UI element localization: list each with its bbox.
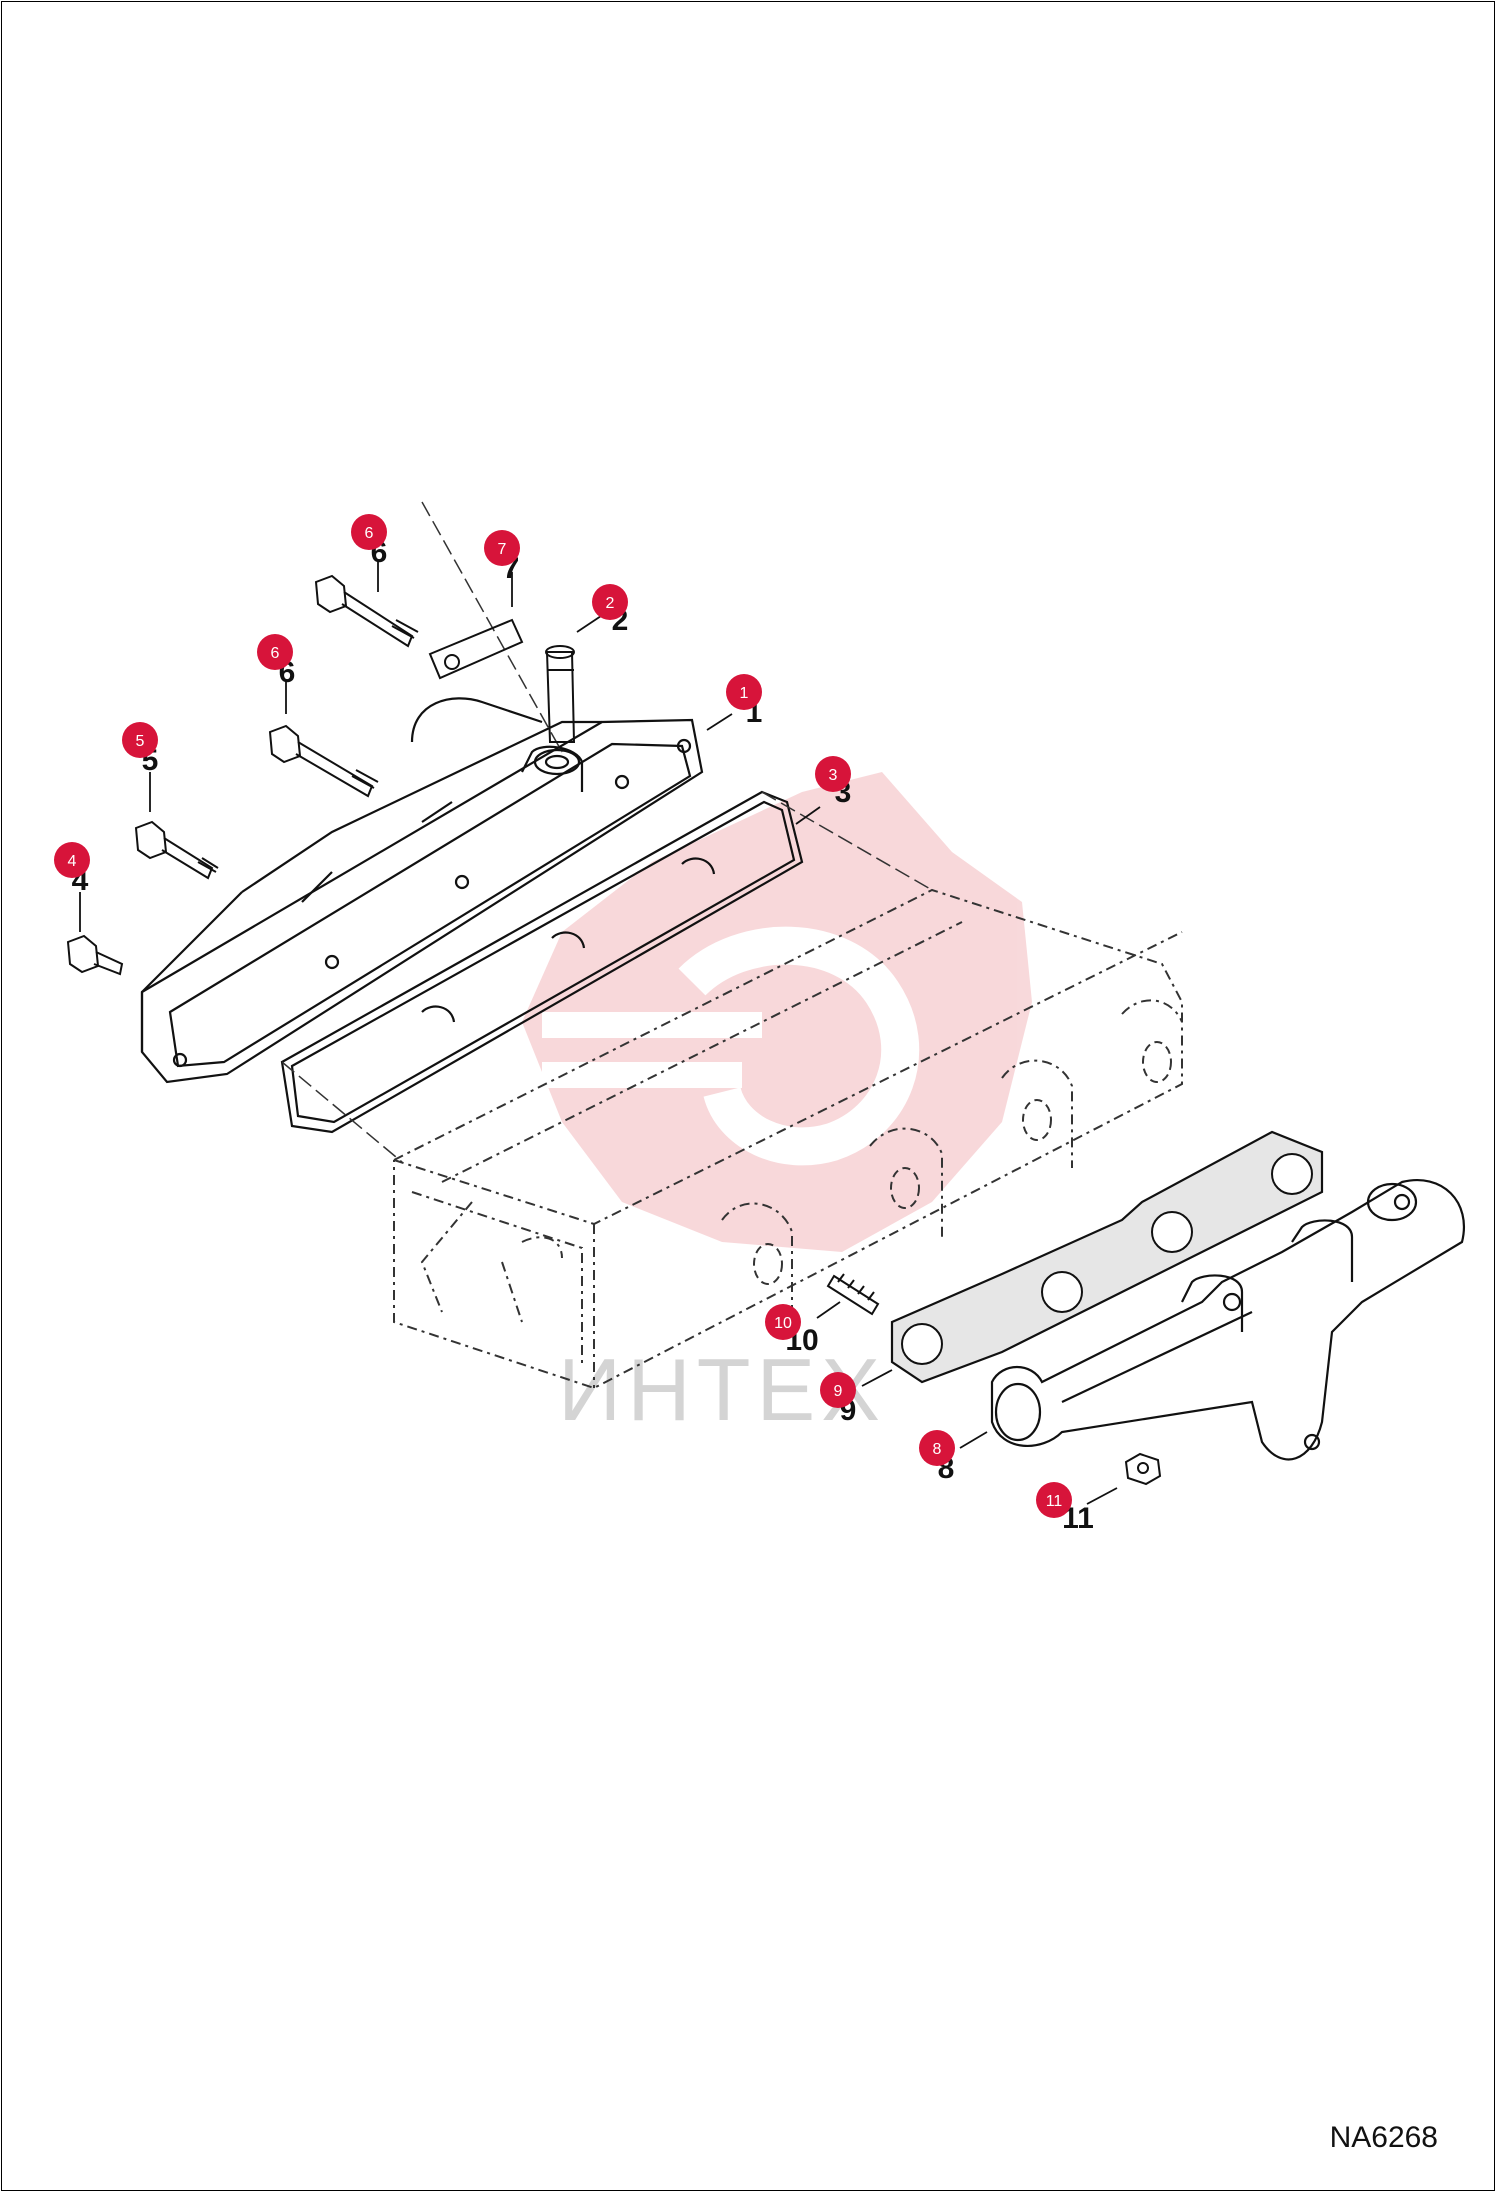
callout-9: 9 9 <box>820 1372 856 1427</box>
nut-11 <box>1124 1452 1162 1486</box>
intake-manifold <box>140 697 704 1084</box>
svg-text:7: 7 <box>498 541 507 558</box>
callout-6-lower: 6 6 <box>257 634 295 689</box>
callout-6-upper: 6 6 <box>351 514 387 569</box>
cylinder-head-phantom <box>393 888 1183 1390</box>
svg-text:10: 10 <box>774 1315 792 1332</box>
callout-5: 5 5 <box>122 722 158 777</box>
callout-1: 1 1 <box>726 674 762 729</box>
callout-3: 3 3 <box>815 756 851 809</box>
exhaust-gasket <box>890 1130 1324 1384</box>
svg-text:1: 1 <box>740 685 749 702</box>
callout-2: 2 2 <box>592 584 628 637</box>
svg-text:8: 8 <box>933 1441 942 1458</box>
leader-lines <box>79 560 1118 1505</box>
svg-text:11: 11 <box>1046 1493 1063 1510</box>
bolt-6-lower <box>268 724 379 798</box>
svg-text:6: 6 <box>271 645 280 662</box>
svg-text:4: 4 <box>68 853 77 870</box>
bracket-7 <box>428 618 524 680</box>
callout-4: 4 4 <box>54 842 90 897</box>
exhaust-manifold <box>990 1179 1465 1461</box>
callout-7: 7 7 <box>484 530 520 585</box>
cylinder-head-port-holes <box>753 1041 1172 1285</box>
svg-text:6: 6 <box>365 525 374 542</box>
svg-text:3: 3 <box>829 767 838 784</box>
drawing-code: NA6268 <box>1329 2121 1438 2154</box>
svg-text:2: 2 <box>606 595 615 612</box>
callout-10: 10 10 <box>765 1304 819 1357</box>
callout-8: 8 8 <box>919 1430 955 1485</box>
watermark-logo <box>522 772 1032 1252</box>
svg-text:9: 9 <box>834 1383 843 1400</box>
callout-11: 11 11 <box>1036 1482 1094 1535</box>
bolt-5 <box>134 820 219 880</box>
svg-text:5: 5 <box>136 733 145 750</box>
stud-10 <box>826 1273 880 1316</box>
alignment-lines <box>281 501 933 1163</box>
bolt-4 <box>66 934 124 976</box>
bolt-6-upper <box>314 574 419 648</box>
stud-2 <box>545 645 576 743</box>
